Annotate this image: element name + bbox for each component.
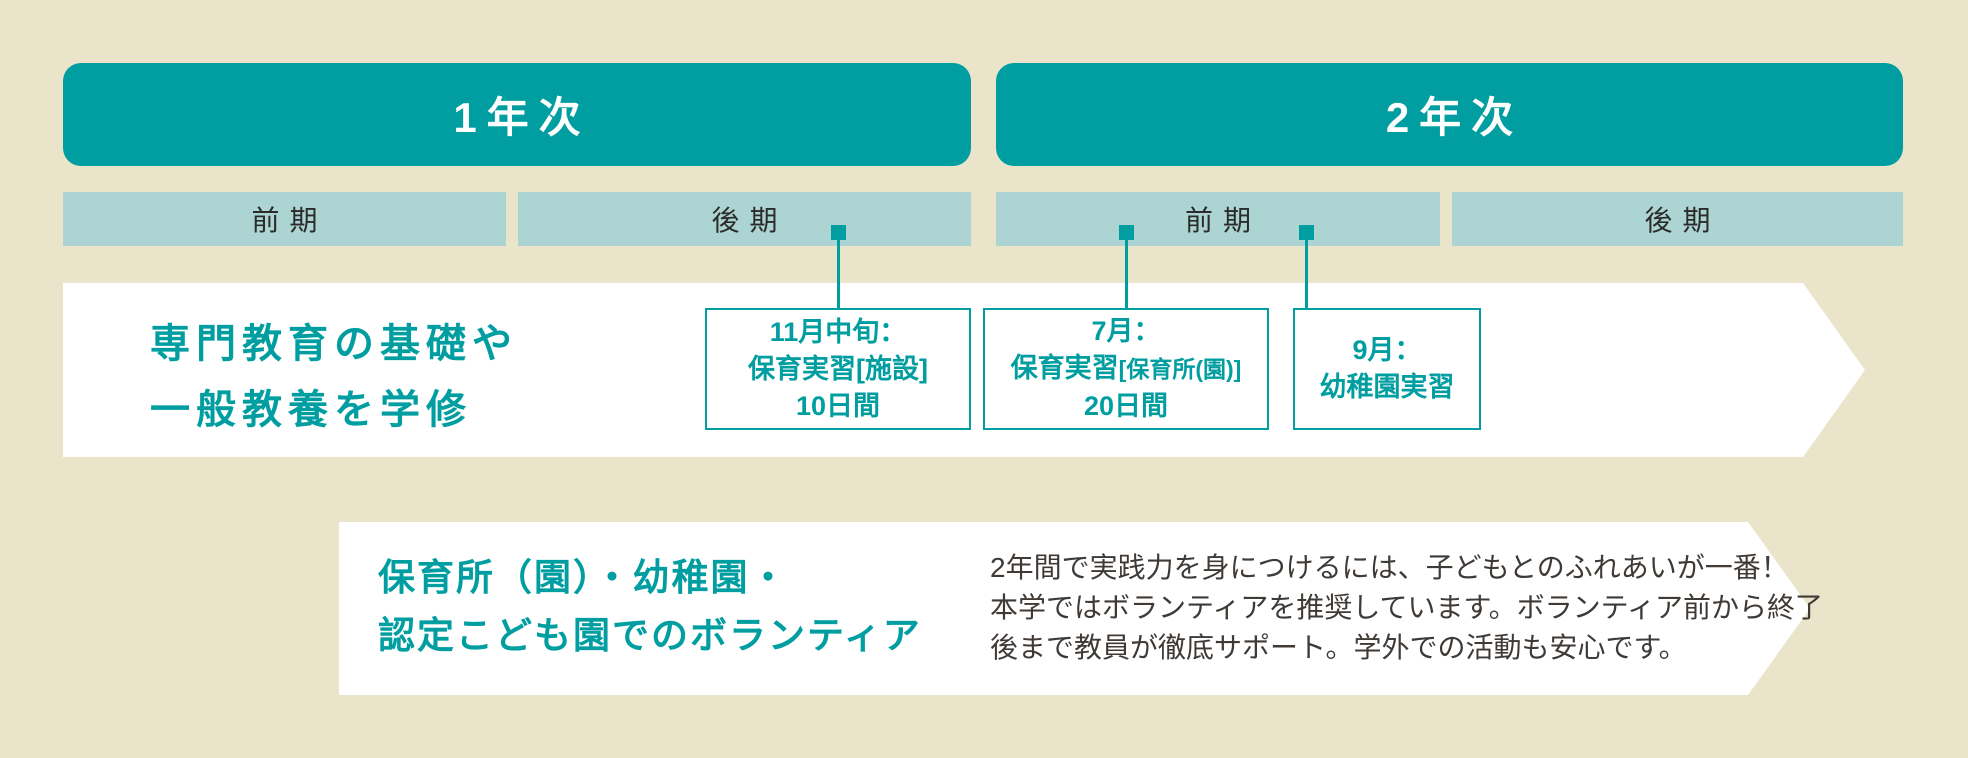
year2-header: 2年次: [996, 63, 1903, 166]
connector-marker-practicum-nursery: [1119, 225, 1134, 240]
volunteer-title-line2: 認定こども園でのボランティア: [378, 615, 922, 656]
event3-date: 9月：: [1352, 335, 1422, 365]
event2-name-detail: [保育所(園)]: [1118, 356, 1242, 382]
year1-semester-first: 前期: [63, 192, 506, 246]
connector-marker-practicum-kindergarten: [1299, 225, 1314, 240]
volunteer-band-description: 2年間で実践力を身につけるには、子どもとのふれあいが一番！ 本学ではボランティア…: [990, 548, 1823, 668]
event3-name: 幼稚園実習: [1319, 372, 1455, 402]
year2-semester-first: 前期: [996, 192, 1440, 246]
connector-line-practicum-nursery: [1125, 233, 1128, 308]
volunteer-desc-line1: 2年間で実践力を身につけるには、子どもとのふれあいが一番！: [990, 552, 1789, 583]
connector-marker-practicum-facility: [831, 225, 846, 240]
event2-duration: 20日間: [1083, 391, 1169, 421]
connector-line-practicum-kindergarten: [1305, 233, 1308, 308]
event1-duration: 10日間: [795, 390, 881, 421]
event2-name: 保育実習[保育所(園)]: [1011, 350, 1242, 388]
volunteer-desc-line3: 後まで教員が徹底サポート。学外での活動も安心です。: [990, 632, 1687, 663]
year1-semester-second: 後期: [518, 192, 971, 246]
connector-line-practicum-facility: [837, 233, 840, 308]
event2-name-main: 保育実習: [1010, 353, 1119, 383]
year1-header: 1年次: [63, 63, 971, 166]
volunteer-band-title: 保育所（園）・幼稚園・ 認定こども園でのボランティア: [378, 549, 922, 665]
event-box-facility-practicum: 11月中旬： 保育実習[施設] 10日間: [705, 308, 971, 430]
event1-name: 保育実習[施設]: [748, 353, 928, 384]
event-box-nursery-practicum: 7月： 保育実習[保育所(園)] 20日間: [983, 308, 1269, 430]
event2-date: 7月：: [1091, 316, 1161, 346]
event1-date: 11月中旬：: [769, 316, 907, 347]
year2-semester-second: 後期: [1452, 192, 1903, 246]
study-band-title-line1: 専門教育の基礎や: [150, 322, 518, 366]
event-box-kindergarten-practicum: 9月： 幼稚園実習: [1293, 308, 1481, 430]
study-band-title: 専門教育の基礎や 一般教養を学修: [150, 311, 518, 443]
volunteer-arrow-band: [339, 522, 1810, 695]
volunteer-title-line1: 保育所（園）・幼稚園・: [378, 557, 789, 598]
study-band-title-line2: 一般教養を学修: [150, 388, 472, 432]
volunteer-desc-line2: 本学ではボランティアを推奨しています。ボランティア前から終了: [990, 592, 1824, 623]
